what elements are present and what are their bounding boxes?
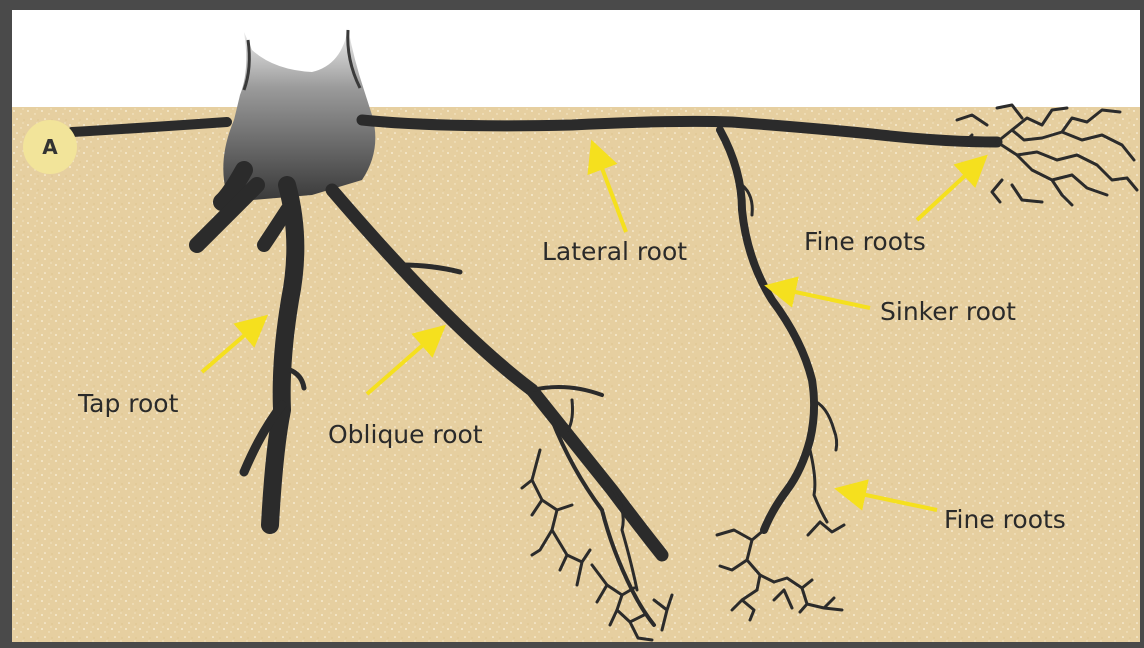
root-system-diagram: A Lateral root Fine roots Sinker root Ta…	[12, 10, 1140, 642]
label-tap-root: Tap root	[77, 389, 179, 418]
diagram-panel: A Lateral root Fine roots Sinker root Ta…	[12, 10, 1140, 642]
label-fine-roots-top: Fine roots	[804, 227, 926, 256]
label-sinker-root: Sinker root	[880, 297, 1016, 326]
panel-letter: A	[42, 135, 58, 159]
soil-area	[12, 107, 1140, 642]
label-lateral-root: Lateral root	[542, 237, 687, 266]
panel-badge: A	[23, 120, 77, 174]
label-fine-roots-bottom: Fine roots	[944, 505, 1066, 534]
label-oblique-root: Oblique root	[328, 420, 483, 449]
